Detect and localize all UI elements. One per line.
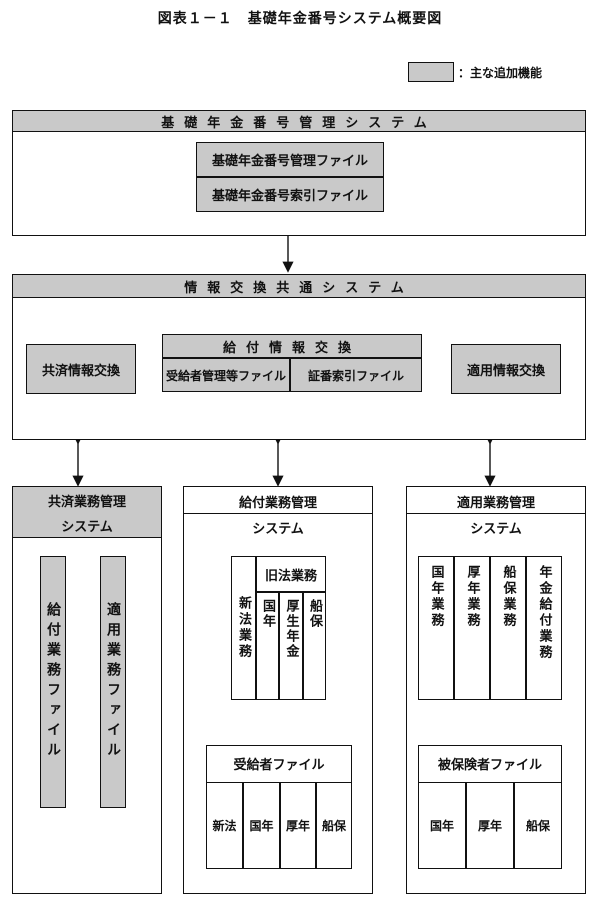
tekiyo-system-title-1: 適用業務管理 <box>456 495 535 511</box>
kyuho-business-header: 旧法業務 <box>256 556 326 592</box>
tekiyo-nenkin-business: 年金給付業務 <box>526 556 562 700</box>
legend-swatch <box>408 62 454 82</box>
joho-system-header: 情報交換共通システム <box>12 274 586 298</box>
kyosai-system-box <box>12 486 162 894</box>
kyufu-system-title-2: システム <box>252 521 304 537</box>
kiso-index-file: 基礎年金番号索引ファイル <box>196 177 384 212</box>
kyosai-exchange-box: 共済情報交換 <box>26 344 136 394</box>
tekiyo-business-file: 適用業務ファイル <box>100 556 126 808</box>
jukyusha-management-file: 受給者管理等ファイル <box>162 358 290 392</box>
tekiyo-kounen-business-label: 厚年業務 <box>464 565 480 629</box>
tekiyo-nenkin-business-label: 年金給付業務 <box>536 565 552 661</box>
jukyusha-col-kokunen: 国年 <box>243 782 280 869</box>
kyuho-kokunen-label: 国年 <box>260 599 275 629</box>
legend-label: ：主な追加機能 <box>458 66 543 80</box>
hihokensha-col-kokunen: 国年 <box>418 782 466 869</box>
tekiyo-senpo-business-label: 船保業務 <box>500 565 516 629</box>
figure-title: 図表１－１ 基礎年金番号システム概要図 <box>157 11 443 27</box>
tekiyo-system-title-2: システム <box>470 521 522 537</box>
kyuho-kokunen-cell: 国年 <box>256 592 279 700</box>
tekiyo-kounen-business: 厚年業務 <box>454 556 490 700</box>
kyuho-senpo-cell: 船保 <box>303 592 326 700</box>
tekiyo-system-divider <box>406 513 586 514</box>
kyuho-kosei-cell: 厚生年金 <box>279 592 303 700</box>
shinpo-business-label: 新法業務 <box>236 596 251 660</box>
tekiyo-kokunen-business-label: 国年業務 <box>428 565 444 629</box>
hihokensha-file-title: 被保険者ファイル <box>437 757 542 773</box>
hihokensha-col-senpo: 船保 <box>514 782 562 869</box>
kyufu-business-file: 給付業務ファイル <box>40 556 66 808</box>
jukyusha-file-title: 受給者ファイル <box>233 757 325 773</box>
jukyusha-col-shinpo: 新法 <box>206 782 243 869</box>
kyuho-senpo-label: 船保 <box>307 599 322 629</box>
jukyusha-col-kounen: 厚年 <box>280 782 316 869</box>
tekiyo-senpo-business: 船保業務 <box>490 556 526 700</box>
kyuho-kosei-label: 厚生年金 <box>283 599 299 659</box>
tekiyo-exchange-box: 適用情報交換 <box>451 344 561 394</box>
kyufu-exchange-header: 給付情報交換 <box>162 334 422 358</box>
kyufu-system-divider <box>183 513 373 514</box>
kiso-management-file: 基礎年金番号管理ファイル <box>196 142 384 177</box>
shinpo-business-cell: 新法業務 <box>231 556 256 700</box>
tekiyo-kokunen-business: 国年業務 <box>418 556 454 700</box>
jukyusha-col-senpo: 船保 <box>316 782 352 869</box>
kyosai-system-header: 共済業務管理 システム <box>12 486 162 538</box>
kiso-system-header: 基礎年金番号管理システム <box>12 110 586 132</box>
kyosai-system-title-2: システム <box>61 519 113 535</box>
kyufu-business-file-label: 給付業務ファイル <box>45 602 61 762</box>
hihokensha-col-kounen: 厚年 <box>466 782 514 869</box>
shoban-index-file: 証番索引ファイル <box>290 358 422 392</box>
tekiyo-business-file-label: 適用業務ファイル <box>105 602 121 762</box>
kyufu-system-title-1: 給付業務管理 <box>238 495 317 511</box>
kyosai-system-title-1: 共済業務管理 <box>47 494 126 510</box>
